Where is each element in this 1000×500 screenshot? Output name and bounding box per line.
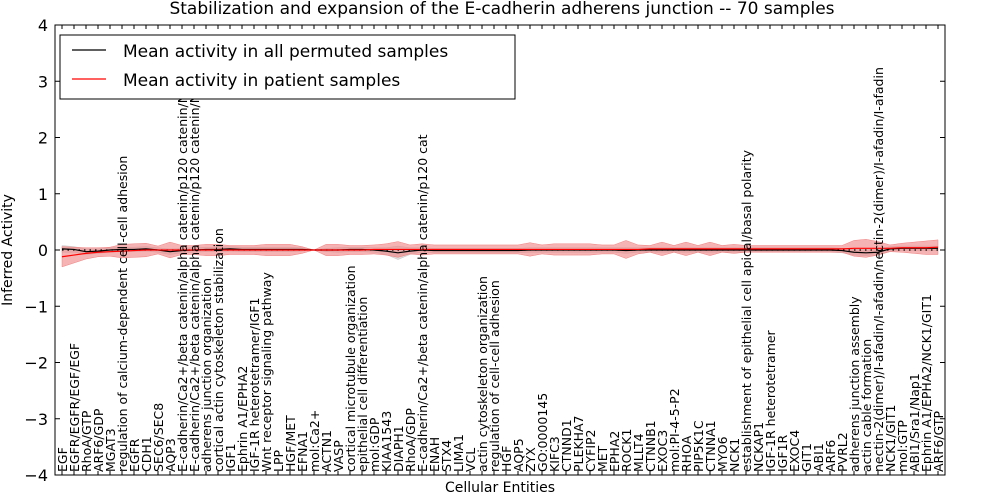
x-tick-label: Wnt receptor signaling pathway	[259, 272, 274, 472]
line-series-1	[61, 246, 939, 258]
x-tick-label: IGF1	[223, 443, 238, 472]
x-tick-label: EPHA2	[607, 431, 622, 472]
x-tick-label: mol:GDP	[367, 417, 382, 472]
x-tick-label: EXOC4	[787, 430, 802, 472]
y-tick-label: −1	[24, 297, 48, 316]
x-tick-label: KIFC3	[547, 436, 562, 472]
y-tick-label: 2	[38, 129, 48, 148]
x-tick-label: adherens junction assembly	[847, 296, 862, 472]
x-tick-label: ZYX	[523, 447, 538, 472]
x-tick-label: KIAA1543	[379, 411, 394, 472]
x-tick-label: adherens junction organization	[199, 278, 214, 472]
x-tick-label: ROCK1	[619, 429, 634, 472]
x-axis-label: Cellular Entities	[445, 480, 555, 496]
x-tick-label: CTNNB1	[643, 420, 658, 472]
y-axis-label: Inferred Activity	[0, 194, 16, 306]
x-tick-label: E-cadherin/Ca2+/beta catenin/alpha caten…	[175, 94, 190, 472]
x-tick-label: E-cadherin/Ca2+/beta catenin/alpha caten…	[187, 94, 202, 472]
x-tick-label: ABI1	[811, 443, 826, 472]
x-tick-label: GO:0000145	[535, 393, 550, 472]
x-tick-label: DIAPH1	[391, 425, 406, 472]
x-tick-label: ARF6/GTP	[931, 411, 946, 472]
x-tick-label: Ephrin A1/EPHA2	[235, 366, 250, 472]
x-tick-label: NCK1	[727, 438, 742, 472]
x-tick-label: regulation of calcium-dependent cell-cel…	[115, 156, 130, 472]
x-tick-label: EXOC3	[655, 430, 670, 472]
x-tick-label: epithelial cell differentiation	[355, 297, 370, 472]
x-tick-label: establishment of epithelial cell apical/…	[739, 149, 754, 472]
x-tick-label: regulation of cell-cell adhesion	[487, 280, 502, 472]
x-tick-label: RHOA	[679, 435, 694, 472]
y-tick-label: 0	[38, 241, 48, 260]
x-tick-label: actin cytoskeleton organization	[475, 276, 490, 472]
x-tick-label: EFNA1	[295, 431, 310, 472]
chart-title: Stabilization and expansion of the E-cad…	[169, 0, 834, 19]
y-tick-label: −3	[24, 410, 48, 429]
x-tick-label: AQP5	[511, 438, 526, 472]
x-tick-label: STX4	[439, 440, 454, 472]
x-tick-label: IGF1R	[775, 434, 790, 472]
x-tick-label: CTNND1	[559, 419, 574, 472]
legend: Mean activity in all permuted samples Me…	[59, 34, 516, 100]
x-tick-label: CTNNA1	[703, 420, 718, 472]
x-tick-label: MYO6	[715, 436, 730, 472]
legend-label-permuted: Mean activity in all permuted samples	[123, 42, 448, 62]
y-tick-label: −2	[24, 354, 48, 373]
y-tick-label: −4	[24, 466, 48, 485]
x-tick-label: mol:Ca2+	[307, 410, 322, 472]
x-tick-label: VASP	[331, 440, 346, 472]
x-tick-label: NCKAP1	[751, 422, 766, 472]
x-tick-label: PVRL2	[835, 432, 850, 472]
legend-box	[59, 34, 516, 100]
x-tick-label: mol:GTP	[895, 420, 910, 472]
x-tick-label: ACTN1	[319, 430, 334, 472]
legend-label-patient: Mean activity in patient samples	[123, 71, 400, 91]
x-tick-label: Ephrin A1/EPHA2/NCK1/GIT1	[919, 294, 934, 472]
x-tick-label: E-cadherin/Ca2+/beta catenin/alpha caten…	[415, 134, 430, 472]
x-tick-label: MLLT4	[631, 433, 646, 472]
x-tick-label: RhoA/GTP	[79, 410, 94, 472]
x-tick-label: CYFIP2	[583, 429, 598, 472]
x-tick-label: NCK1/GIT1	[883, 405, 898, 472]
x-tick-label: SEC6/SEC8	[151, 403, 166, 472]
x-tick-label: VCL	[463, 448, 478, 472]
x-tick-label: EGF	[55, 447, 70, 472]
x-tick-label: cortical microtubule organization	[343, 265, 358, 472]
x-tick-label: PLEKHA7	[571, 415, 586, 472]
x-tick-label: nectin-2(dimer)/I-afadin/I-afadin/nectin…	[871, 67, 886, 472]
x-tick-label: EGFR/EGFR/EGF/EGF	[67, 343, 82, 472]
x-tick-label: actin cable formation	[859, 339, 874, 472]
y-tick-label: 4	[38, 16, 48, 35]
x-tick-label: CDH1	[139, 436, 154, 472]
x-tick-label: ARF6	[823, 440, 838, 472]
x-tick-label: mol:PI-4-5-P2	[667, 388, 682, 472]
x-tick-label: ABI1/Sra1/Nap1	[907, 373, 922, 472]
band-series-1	[61, 239, 939, 268]
x-tick-label: IGF-1R heterotetramer/IGF1	[247, 298, 262, 472]
x-tick-label: EGFR	[127, 438, 142, 472]
x-tick-label: LPP	[271, 449, 286, 472]
x-tick-label: MET	[595, 445, 610, 472]
x-tick-label: ENAH	[427, 437, 442, 472]
y-tick-label: 1	[38, 185, 48, 204]
y-tick-label: 3	[38, 72, 48, 91]
x-tick-label: ARF6/GDP	[91, 408, 106, 472]
x-tick-label: RhoA/GDP	[403, 408, 418, 472]
x-tick-label: GIT1	[799, 443, 814, 472]
x-tick-label: cortical actin cytoskeleton stabilizatio…	[211, 228, 226, 472]
x-tick-label: HGF/MET	[283, 415, 298, 472]
x-tick-label: PIP5K1C	[691, 420, 706, 472]
x-tick-label: MGAT3	[103, 428, 118, 472]
plot-area: 4 3 2 1 0 −1 −2 −3 −4 EGFEGFR/EGFR/EGF/EGFRhoA/GT…	[24, 16, 946, 485]
x-tick-label: LIMA1	[451, 434, 466, 472]
x-tick-label: IGF-1R heterotetramer	[763, 329, 778, 472]
x-tick-label: AQP3	[163, 438, 178, 472]
x-tick-label: HGF	[499, 446, 514, 472]
